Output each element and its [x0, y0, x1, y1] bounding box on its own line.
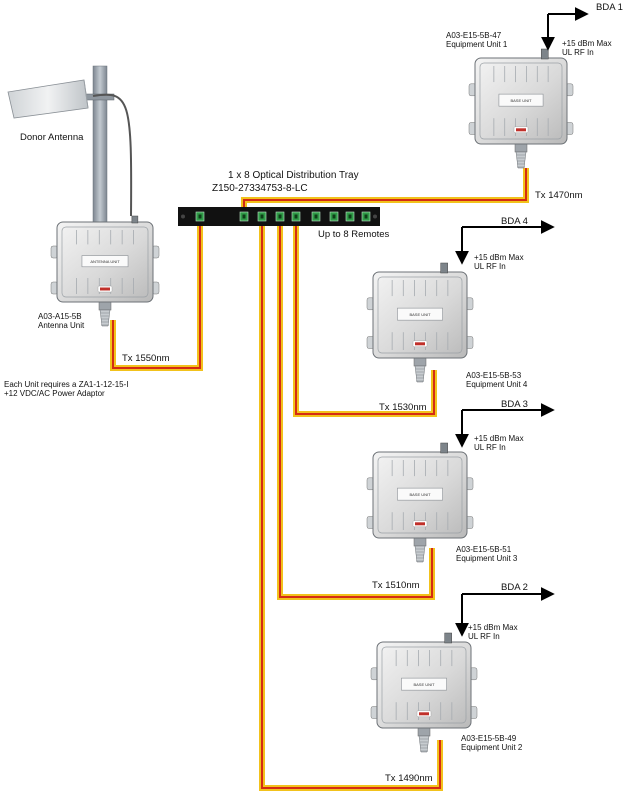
- equipment-unit-4: BASE UNIT: [366, 262, 474, 383]
- equipment-unit-4-panel: [397, 307, 443, 321]
- eu1-rf-in: UL RF In: [562, 48, 594, 57]
- antenna-unit-name: Antenna Unit: [38, 321, 85, 330]
- eu1-bda: BDA 1: [596, 2, 623, 13]
- eu3-model: A03-E15-5B-51: [456, 545, 512, 554]
- tray-ports: [195, 211, 371, 222]
- equipment-unit-1-rf-connector: [540, 48, 549, 60]
- eu3-tx: Tx 1510nm: [372, 580, 420, 591]
- equipment-unit-1-panel-label: BASE UNIT: [510, 98, 532, 103]
- antenna-unit-panel: [81, 255, 129, 268]
- tray-port-socket-9: [364, 214, 368, 219]
- eu4-rf-in: UL RF In: [474, 262, 506, 271]
- fiber-eu4-core: [295, 217, 435, 415]
- equipment-unit-2-panel: [401, 677, 447, 691]
- antenna-unit-panel-label: ANTENNA UNIT: [90, 259, 120, 264]
- mast-pole: [92, 65, 108, 223]
- power-note-line1: Each Unit requires a ZA1-1-12-15-I: [4, 380, 129, 389]
- equipment-unit-4-strain-relief: [414, 365, 426, 383]
- tray-port-socket-1: [198, 214, 202, 219]
- antenna-feed-cable: [92, 93, 133, 217]
- eu1-tx: Tx 1470nm: [535, 190, 583, 201]
- tray-title: 1 x 8 Optical Distribution Tray: [228, 170, 359, 181]
- equipment-unit-3: BASE UNIT: [366, 442, 474, 563]
- eu3-name: Equipment Unit 3: [456, 554, 518, 563]
- equipment-unit-4-panel-label: BASE UNIT: [409, 312, 431, 317]
- equipment-unit-1-gland: [514, 143, 528, 153]
- tray-port-socket-5: [294, 214, 298, 219]
- tray-port-socket-3: [260, 214, 264, 219]
- equipment-unit-2-rf-connector: [444, 632, 452, 644]
- antenna-unit-tx: Tx 1550nm: [122, 353, 170, 364]
- donor-antenna-mast: [7, 65, 133, 223]
- fiber-eu3-core: [279, 217, 433, 598]
- eu4-tx: Tx 1530nm: [379, 402, 427, 413]
- eu2-name: Equipment Unit 2: [461, 743, 523, 752]
- optical-distribution-tray: [178, 207, 380, 226]
- bda-4-link: [455, 220, 555, 265]
- equipment-unit-1-strain-relief: [515, 151, 527, 169]
- equipment-unit-1: BASE UNIT: [468, 48, 574, 169]
- bda-1-link: [541, 7, 589, 51]
- eu4-bda: BDA 4: [501, 216, 528, 227]
- eu2-tx: Tx 1490nm: [385, 773, 433, 784]
- antenna-unit-rf-connector: [131, 215, 139, 224]
- eu3-rf-in: UL RF In: [474, 443, 506, 452]
- bda-3-link: [455, 403, 555, 448]
- equipment-unit-4-rf-connector: [440, 262, 448, 274]
- eu2-rf-in: UL RF In: [468, 632, 500, 641]
- equipment-unit-2-strain-relief: [418, 735, 430, 753]
- antenna-unit-strain-relief: [99, 309, 111, 327]
- eu3-bda: BDA 3: [501, 399, 528, 410]
- eu2-bda: BDA 2: [501, 582, 528, 593]
- fiber-antenna-unit-core: [112, 217, 201, 369]
- fiber-eu2-core: [261, 217, 441, 789]
- equipment-unit-1-panel: [498, 93, 544, 107]
- donor-antenna-label: Donor Antenna: [20, 132, 84, 143]
- eu2-rf-max: +15 dBm Max: [468, 623, 518, 632]
- antenna-unit-gland: [98, 301, 112, 311]
- equipment-unit-3-rf-connector: [440, 442, 448, 454]
- eu4-rf-max: +15 dBm Max: [474, 253, 524, 262]
- eu4-model: A03-E15-5B-53: [466, 371, 522, 380]
- equipment-unit-2: BASE UNIT: [370, 632, 478, 753]
- eu1-model: A03-E15-5B-47: [446, 31, 502, 40]
- tray-port-socket-6: [314, 214, 318, 219]
- tray-part-number: Z150-27334753-8-LC: [212, 183, 308, 194]
- tray-remotes-note: Up to 8 Remotes: [318, 229, 390, 240]
- tray-port-socket-8: [348, 214, 352, 219]
- equipment-unit-3-panel-label: BASE UNIT: [409, 492, 431, 497]
- equipment-unit-3-gland: [413, 537, 427, 547]
- eu1-name: Equipment Unit 1: [446, 40, 508, 49]
- tray-port-socket-7: [332, 214, 336, 219]
- tray-port-socket-4: [278, 214, 282, 219]
- power-note-line2: +12 VDC/AC Power Adaptor: [4, 389, 105, 398]
- tray-port-socket-2: [242, 214, 246, 219]
- bda-2-link: [455, 587, 555, 637]
- equipment-unit-4-gland: [413, 357, 427, 367]
- equipment-unit-3-strain-relief: [414, 545, 426, 563]
- eu3-rf-max: +15 dBm Max: [474, 434, 524, 443]
- equipment-unit-2-panel-label: BASE UNIT: [413, 682, 435, 687]
- antenna-unit-model: A03-A15-5B: [38, 312, 82, 321]
- equipment-unit-2-gland: [417, 727, 431, 737]
- antenna-unit: ANTENNA UNIT: [50, 215, 160, 327]
- eu4-name: Equipment Unit 4: [466, 380, 528, 389]
- donor-antenna-panel: [7, 79, 89, 119]
- equipment-unit-3-panel: [397, 487, 443, 501]
- eu2-model: A03-E15-5B-49: [461, 734, 517, 743]
- eu1-rf-max: +15 dBm Max: [562, 39, 612, 48]
